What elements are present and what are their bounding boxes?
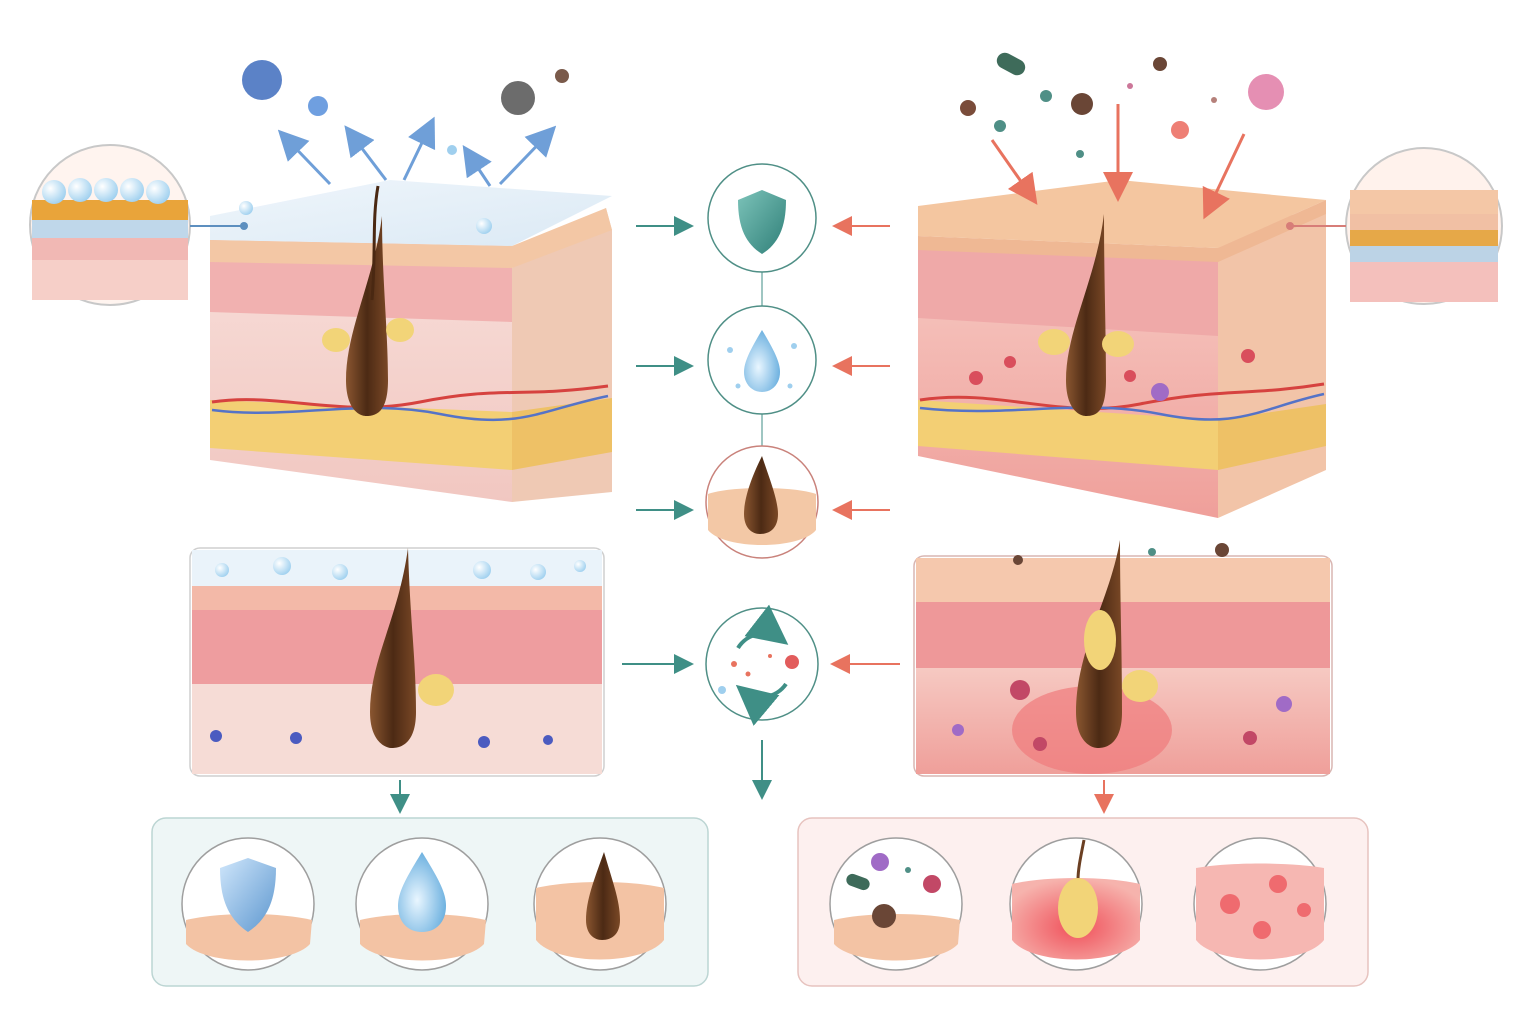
particle-icon (1127, 83, 1133, 89)
shield-icon (181, 837, 315, 971)
renewal-cycle-icon (705, 604, 819, 726)
damaged-threats (960, 52, 1284, 220)
virus-icon (242, 60, 282, 100)
virus-icon (1248, 74, 1284, 110)
damaged-skin-block (918, 180, 1326, 518)
shield-icon (707, 163, 817, 273)
healthy-summary-panel (151, 817, 709, 987)
healthy-threats (239, 60, 569, 234)
damaged-barrier-magnifier (1286, 147, 1503, 305)
skin-bumps-icon (1193, 837, 1327, 971)
center-icon-column (622, 163, 900, 800)
particle-icon (555, 69, 569, 83)
pathogen-entry-icon (829, 837, 963, 971)
hair-follicle-icon (705, 445, 819, 559)
pathogen-icon (501, 81, 535, 115)
hair-follicle-icon (533, 837, 667, 971)
virus-icon (308, 96, 328, 116)
damaged-summary-panel (797, 817, 1369, 987)
bacteria-icon (996, 52, 1026, 76)
healthy-cross-section (189, 547, 605, 814)
inflamed-follicle-icon (1009, 837, 1143, 971)
damaged-cross-section (913, 540, 1333, 814)
pathogen-icon (960, 100, 976, 116)
water-drop-icon (355, 837, 489, 971)
water-drop-icon (707, 305, 817, 415)
healthy-skin-block (210, 180, 612, 502)
healthy-barrier-magnifier (29, 144, 248, 306)
